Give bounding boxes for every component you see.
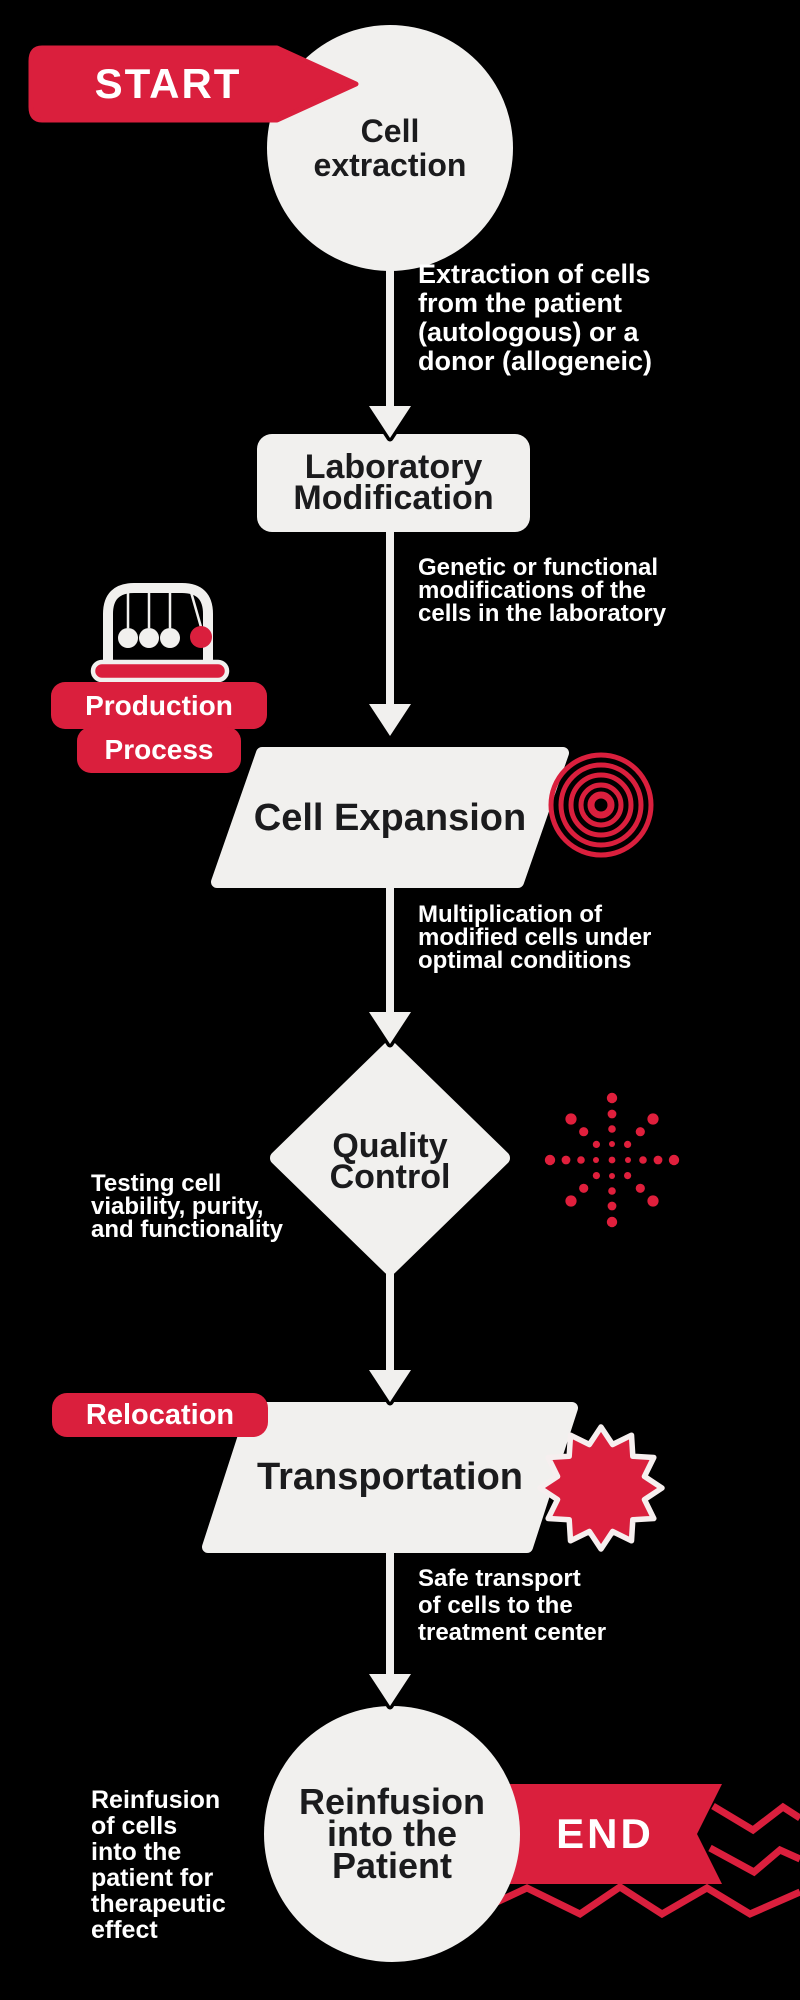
title-line: Transportation xyxy=(256,1456,524,1498)
flow-arrow-3 xyxy=(365,880,415,1048)
desc-line: modified cells under xyxy=(418,924,652,951)
flow-arrow-2 xyxy=(365,530,415,740)
title-line: into the xyxy=(327,1813,457,1854)
desc-line: and functionality xyxy=(91,1216,283,1243)
zigzag-icon xyxy=(708,1844,800,1877)
description-reinfusion: Reinfusion of cells into the patient for… xyxy=(91,1787,226,1943)
description-transportation: Safe transport of cells to the treatment… xyxy=(418,1565,606,1646)
description-quality: Testing cell viability, purity, and func… xyxy=(91,1170,283,1243)
relocation-label: Relocation xyxy=(52,1393,268,1437)
burst-badge-icon xyxy=(537,1424,665,1552)
desc-line: from the patient xyxy=(418,288,623,318)
flow-arrow-5 xyxy=(365,1547,415,1710)
dot-starburst-icon xyxy=(544,1092,680,1228)
description-laboratory: Genetic or functional modifications of t… xyxy=(418,554,667,627)
title-line: extraction xyxy=(313,147,467,183)
node-title: Reinfusion into the Patient xyxy=(299,1781,485,1886)
node-title: Cell extraction xyxy=(314,114,467,182)
start-banner-label: START xyxy=(94,60,242,107)
title-line: Cell xyxy=(360,113,420,149)
title-line: Modification xyxy=(293,479,494,517)
desc-line: of cells xyxy=(91,1812,178,1840)
node-title: Cell Expansion xyxy=(215,798,565,838)
desc-line: Safe transport xyxy=(418,1565,581,1592)
desc-line: donor (allogeneic) xyxy=(418,346,653,376)
node-laboratory-modification: Laboratory Modification xyxy=(257,434,530,532)
desc-line: (autologous) or a xyxy=(418,317,639,347)
node-cell-expansion xyxy=(211,747,569,888)
description-expansion: Multiplication of modified cells under o… xyxy=(418,901,652,974)
node-title: Laboratory Modification xyxy=(293,448,494,517)
node-transportation xyxy=(202,1402,578,1553)
desc-line: modifications of the xyxy=(418,577,646,604)
zigzag-icon xyxy=(711,1802,800,1835)
desc-line: cells in the laboratory xyxy=(418,600,667,627)
node-title: Transportation xyxy=(215,1457,565,1497)
desc-line: Reinfusion xyxy=(91,1786,221,1814)
title-line: Reinfusion xyxy=(299,1781,485,1822)
desc-line: Multiplication of xyxy=(418,901,602,928)
production-process-label: Production xyxy=(51,682,267,729)
start-banner xyxy=(28,45,359,123)
newtons-cradle-icon xyxy=(90,583,230,683)
desc-line: Extraction of cells xyxy=(418,259,651,289)
desc-line: optimal conditions xyxy=(418,947,632,974)
node-title: Quality Control xyxy=(290,1127,490,1196)
title-line: Laboratory xyxy=(304,448,483,486)
production-process-label: Process xyxy=(77,727,241,773)
flow-arrow-4 xyxy=(365,1266,415,1406)
title-line: Patient xyxy=(331,1845,453,1886)
title-line: Cell Expansion xyxy=(253,797,527,839)
flow-arrow-1 xyxy=(365,265,415,442)
desc-line: of cells to the xyxy=(418,1592,573,1619)
label-line: Relocation xyxy=(85,1398,235,1431)
label-line: Production xyxy=(85,689,233,721)
title-line: Quality xyxy=(332,1127,448,1165)
node-reinfusion: Reinfusion into the Patient xyxy=(264,1706,520,1962)
zigzag-icon xyxy=(495,1882,800,1919)
desc-line: Genetic or functional xyxy=(418,554,659,581)
desc-line: treatment center xyxy=(418,1619,607,1646)
title-line: Control xyxy=(329,1158,451,1196)
desc-line: into the xyxy=(91,1838,182,1866)
description-extraction: Extraction of cells from the patient (au… xyxy=(418,260,652,376)
desc-line: Testing cell xyxy=(91,1170,222,1197)
desc-line: patient for xyxy=(91,1864,214,1892)
desc-line: therapeutic xyxy=(91,1890,226,1918)
desc-line: effect xyxy=(91,1916,158,1944)
desc-line: viability, purity, xyxy=(91,1193,264,1220)
label-line: Process xyxy=(104,734,214,765)
end-ribbon xyxy=(476,1784,722,1884)
end-banner-label: END xyxy=(556,1810,654,1857)
concentric-circles-icon xyxy=(548,752,654,858)
